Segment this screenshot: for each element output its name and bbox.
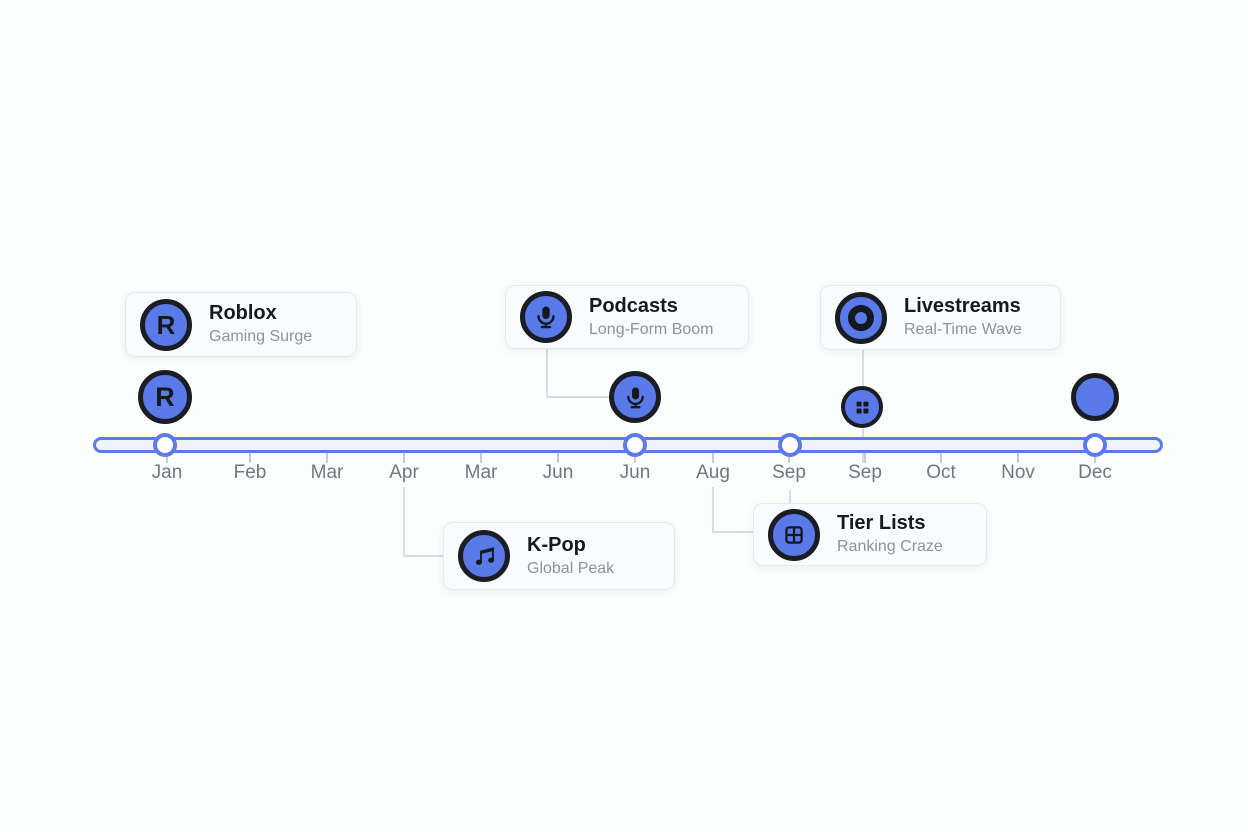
connector-tierlists-stub <box>789 490 791 504</box>
event-card-roblox[interactable]: R Roblox Gaming Surge <box>125 292 357 357</box>
month-tick <box>712 453 714 463</box>
livestreams-icon-badge <box>835 291 887 344</box>
timeline-node-jun[interactable] <box>623 433 647 457</box>
roblox-r-icon: R <box>156 309 176 340</box>
event-card-podcasts[interactable]: Podcasts Long-Form Boom <box>505 285 749 349</box>
podcasts-icon-badge <box>520 291 572 343</box>
connector-podcasts-vertical <box>546 348 548 398</box>
month-label-aug: Aug <box>696 462 730 483</box>
month-tick <box>249 453 251 463</box>
connector-kpop-horizontal <box>403 555 445 557</box>
marker-tier-grid[interactable] <box>841 386 883 428</box>
event-card-livestreams[interactable]: Livestreams Real-Time Wave <box>820 285 1061 350</box>
card-text: K-Pop Global Peak <box>527 533 614 580</box>
month-tick <box>940 453 942 463</box>
event-title: Podcasts <box>589 294 678 317</box>
month-tick <box>1017 453 1019 463</box>
music-note-icon <box>471 543 497 569</box>
event-card-tierlists[interactable]: Tier Lists Ranking Craze <box>753 503 987 566</box>
timeline-node-sep[interactable] <box>778 433 802 457</box>
marker-december[interactable] <box>1071 373 1119 421</box>
microphone-icon <box>533 304 559 330</box>
event-title: Roblox <box>209 302 277 325</box>
event-card-kpop[interactable]: K-Pop Global Peak <box>443 522 675 590</box>
month-tick <box>480 453 482 463</box>
event-title: K-Pop <box>527 533 586 556</box>
month-label-feb: Feb <box>233 462 267 483</box>
event-title: Livestreams <box>904 295 1021 318</box>
connector-tierlists-vertical <box>712 487 714 533</box>
record-donut-icon <box>848 304 874 331</box>
month-label-nov: Nov <box>1001 462 1035 483</box>
month-label-jan: Jan <box>151 462 183 483</box>
roblox-r-icon: R <box>155 381 175 412</box>
grid-squares-icon <box>853 398 872 417</box>
event-subtitle: Gaming Surge <box>209 328 313 346</box>
timeline-node-jan[interactable] <box>153 433 177 457</box>
connector-kpop-vertical <box>403 487 405 557</box>
event-subtitle: Global Peak <box>527 559 615 577</box>
month-label-mar2: Mar <box>464 462 498 483</box>
grid-icon <box>781 522 807 548</box>
roblox-icon-badge: R <box>140 298 192 351</box>
connector-podcasts-horizontal <box>546 396 610 398</box>
card-text: Podcasts Long-Form Boom <box>589 294 714 341</box>
month-tick <box>326 453 328 463</box>
month-label-oct: Oct <box>926 462 956 483</box>
event-subtitle: Real-Time Wave <box>904 321 1022 339</box>
event-subtitle: Ranking Craze <box>837 538 943 556</box>
kpop-icon-badge <box>458 530 510 582</box>
microphone-icon <box>623 385 648 410</box>
month-tick <box>634 453 636 463</box>
month-label-jun: Jun <box>542 462 574 483</box>
tierlists-icon-badge <box>768 508 820 561</box>
card-text: Tier Lists Ranking Craze <box>837 511 943 558</box>
timeline-node-dec[interactable] <box>1083 433 1107 457</box>
month-tick <box>1094 453 1096 463</box>
event-subtitle: Long-Form Boom <box>589 320 714 338</box>
marker-roblox[interactable]: R <box>138 370 192 424</box>
month-tick <box>864 453 866 463</box>
month-tick <box>788 453 790 463</box>
marker-podcasts[interactable] <box>609 371 661 423</box>
month-tick <box>557 453 559 463</box>
card-text: Roblox Gaming Surge <box>209 301 312 348</box>
event-title: Tier Lists <box>837 512 926 535</box>
month-label-sep2: Sep <box>848 462 882 483</box>
month-tick <box>166 453 168 463</box>
month-label-dec: Dec <box>1078 462 1112 483</box>
card-text: Livestreams Real-Time Wave <box>904 294 1022 341</box>
month-tick <box>403 453 405 463</box>
connector-tierlists-horizontal <box>712 531 755 533</box>
month-label-jun2: Jun <box>619 462 651 483</box>
month-label-sep: Sep <box>772 462 806 483</box>
month-label-apr: Apr <box>389 462 419 483</box>
month-label-mar: Mar <box>310 462 344 483</box>
